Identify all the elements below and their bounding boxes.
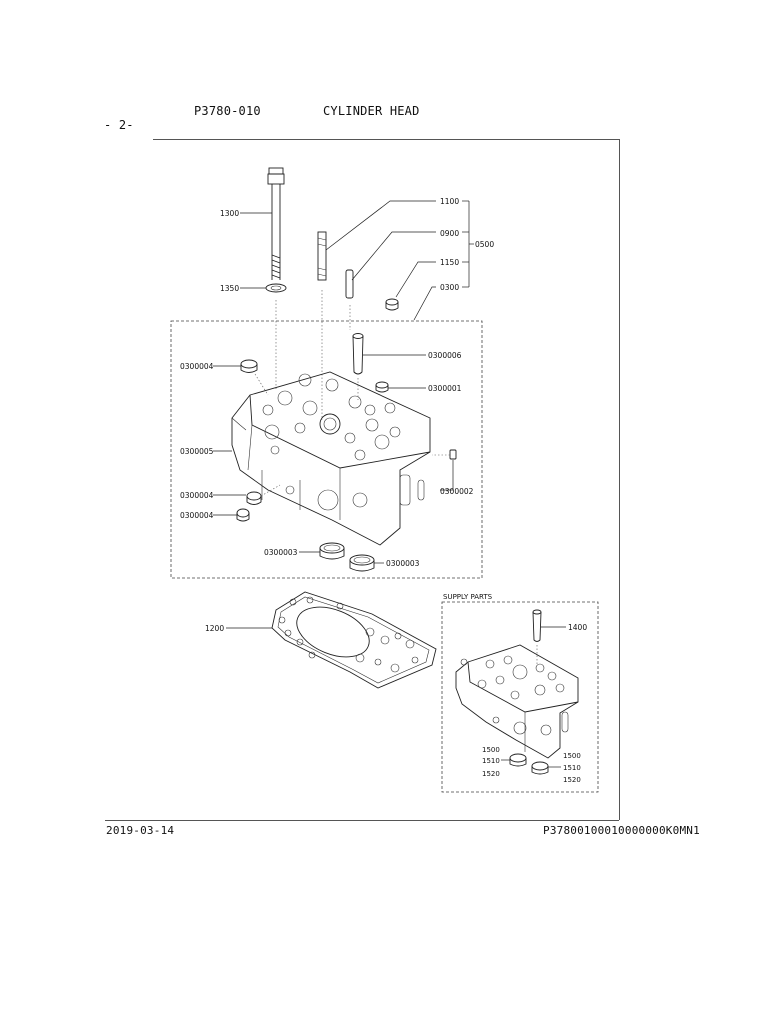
guide-0300006 — [352, 333, 364, 400]
callout-0300003-left: 0300003 — [264, 548, 298, 557]
sleeve-1150 — [385, 298, 399, 311]
plug-0300001 — [375, 381, 389, 393]
callout-1520-left: 1520 — [482, 770, 500, 778]
bolt-1300 — [267, 167, 285, 390]
plug-0300004-top — [240, 359, 269, 396]
callout-1100: 1100 — [440, 197, 459, 206]
callout-0300002: 0300002 — [440, 487, 474, 496]
callout-0300006: 0300006 — [428, 351, 462, 360]
valve-seat-0300003-left — [319, 542, 345, 560]
page-title: CYLINDER HEAD — [323, 104, 420, 118]
plug-0300004-middle — [246, 484, 281, 505]
callout-0300004-top: 0300004 — [180, 362, 214, 371]
leader-0300 — [413, 286, 436, 321]
supply-valve-seat-left — [509, 753, 527, 767]
cylinder-head-block — [231, 371, 431, 546]
guide-1400 — [532, 609, 542, 665]
gasket-1200 — [271, 591, 437, 689]
supply-valve-seat-right — [531, 761, 549, 775]
footer-document-id: P37800100010000000K0MN1 — [543, 824, 700, 837]
callout-0900: 0900 — [440, 229, 459, 238]
callout-1400: 1400 — [568, 623, 587, 632]
stud-1100 — [317, 231, 327, 420]
callout-1150: 1150 — [440, 258, 459, 267]
bracket-0500 — [462, 200, 474, 288]
frame-top-border — [153, 139, 619, 140]
callout-0300001: 0300001 — [428, 384, 462, 393]
plug-0300002 — [432, 449, 457, 460]
callout-0500: 0500 — [475, 240, 494, 249]
callout-1520-right: 1520 — [563, 776, 581, 784]
page-number: - 2- — [104, 118, 134, 132]
footer-date: 2019-03-14 — [106, 824, 175, 837]
callout-0300003-right: 0300003 — [386, 559, 420, 568]
callout-1510-right: 1510 — [563, 764, 581, 772]
frame-bottom-border — [105, 820, 619, 821]
washer-1350 — [265, 283, 287, 293]
callout-0300004-middle: 0300004 — [180, 491, 214, 500]
valve-seat-0300003-right — [349, 554, 375, 572]
leader-1150 — [395, 261, 436, 298]
callout-1500-right: 1500 — [563, 752, 581, 760]
supply-parts-label: SUPPLY PARTS — [443, 593, 493, 601]
part-code: P3780-010 — [194, 104, 261, 118]
supply-cylinder-head — [455, 644, 579, 759]
callout-1350: 1350 — [220, 284, 239, 293]
pin-0900 — [345, 269, 354, 330]
frame-right-border — [619, 139, 620, 820]
leader-0900 — [351, 231, 436, 281]
callout-1200: 1200 — [205, 624, 224, 633]
callout-1510-left: 1510 — [482, 757, 500, 765]
callout-0300: 0300 — [440, 283, 459, 292]
callout-0300005: 0300005 — [180, 447, 214, 456]
callout-1500-left: 1500 — [482, 746, 500, 754]
leader-1100 — [325, 200, 436, 251]
cylinder-head-assembly-box — [170, 320, 483, 579]
plug-0300004-bottom — [236, 508, 250, 522]
callout-0300004-bottom: 0300004 — [180, 511, 214, 520]
supply-parts-box — [441, 601, 599, 793]
callout-1300: 1300 — [220, 209, 239, 218]
leader-0300002 — [440, 460, 454, 491]
